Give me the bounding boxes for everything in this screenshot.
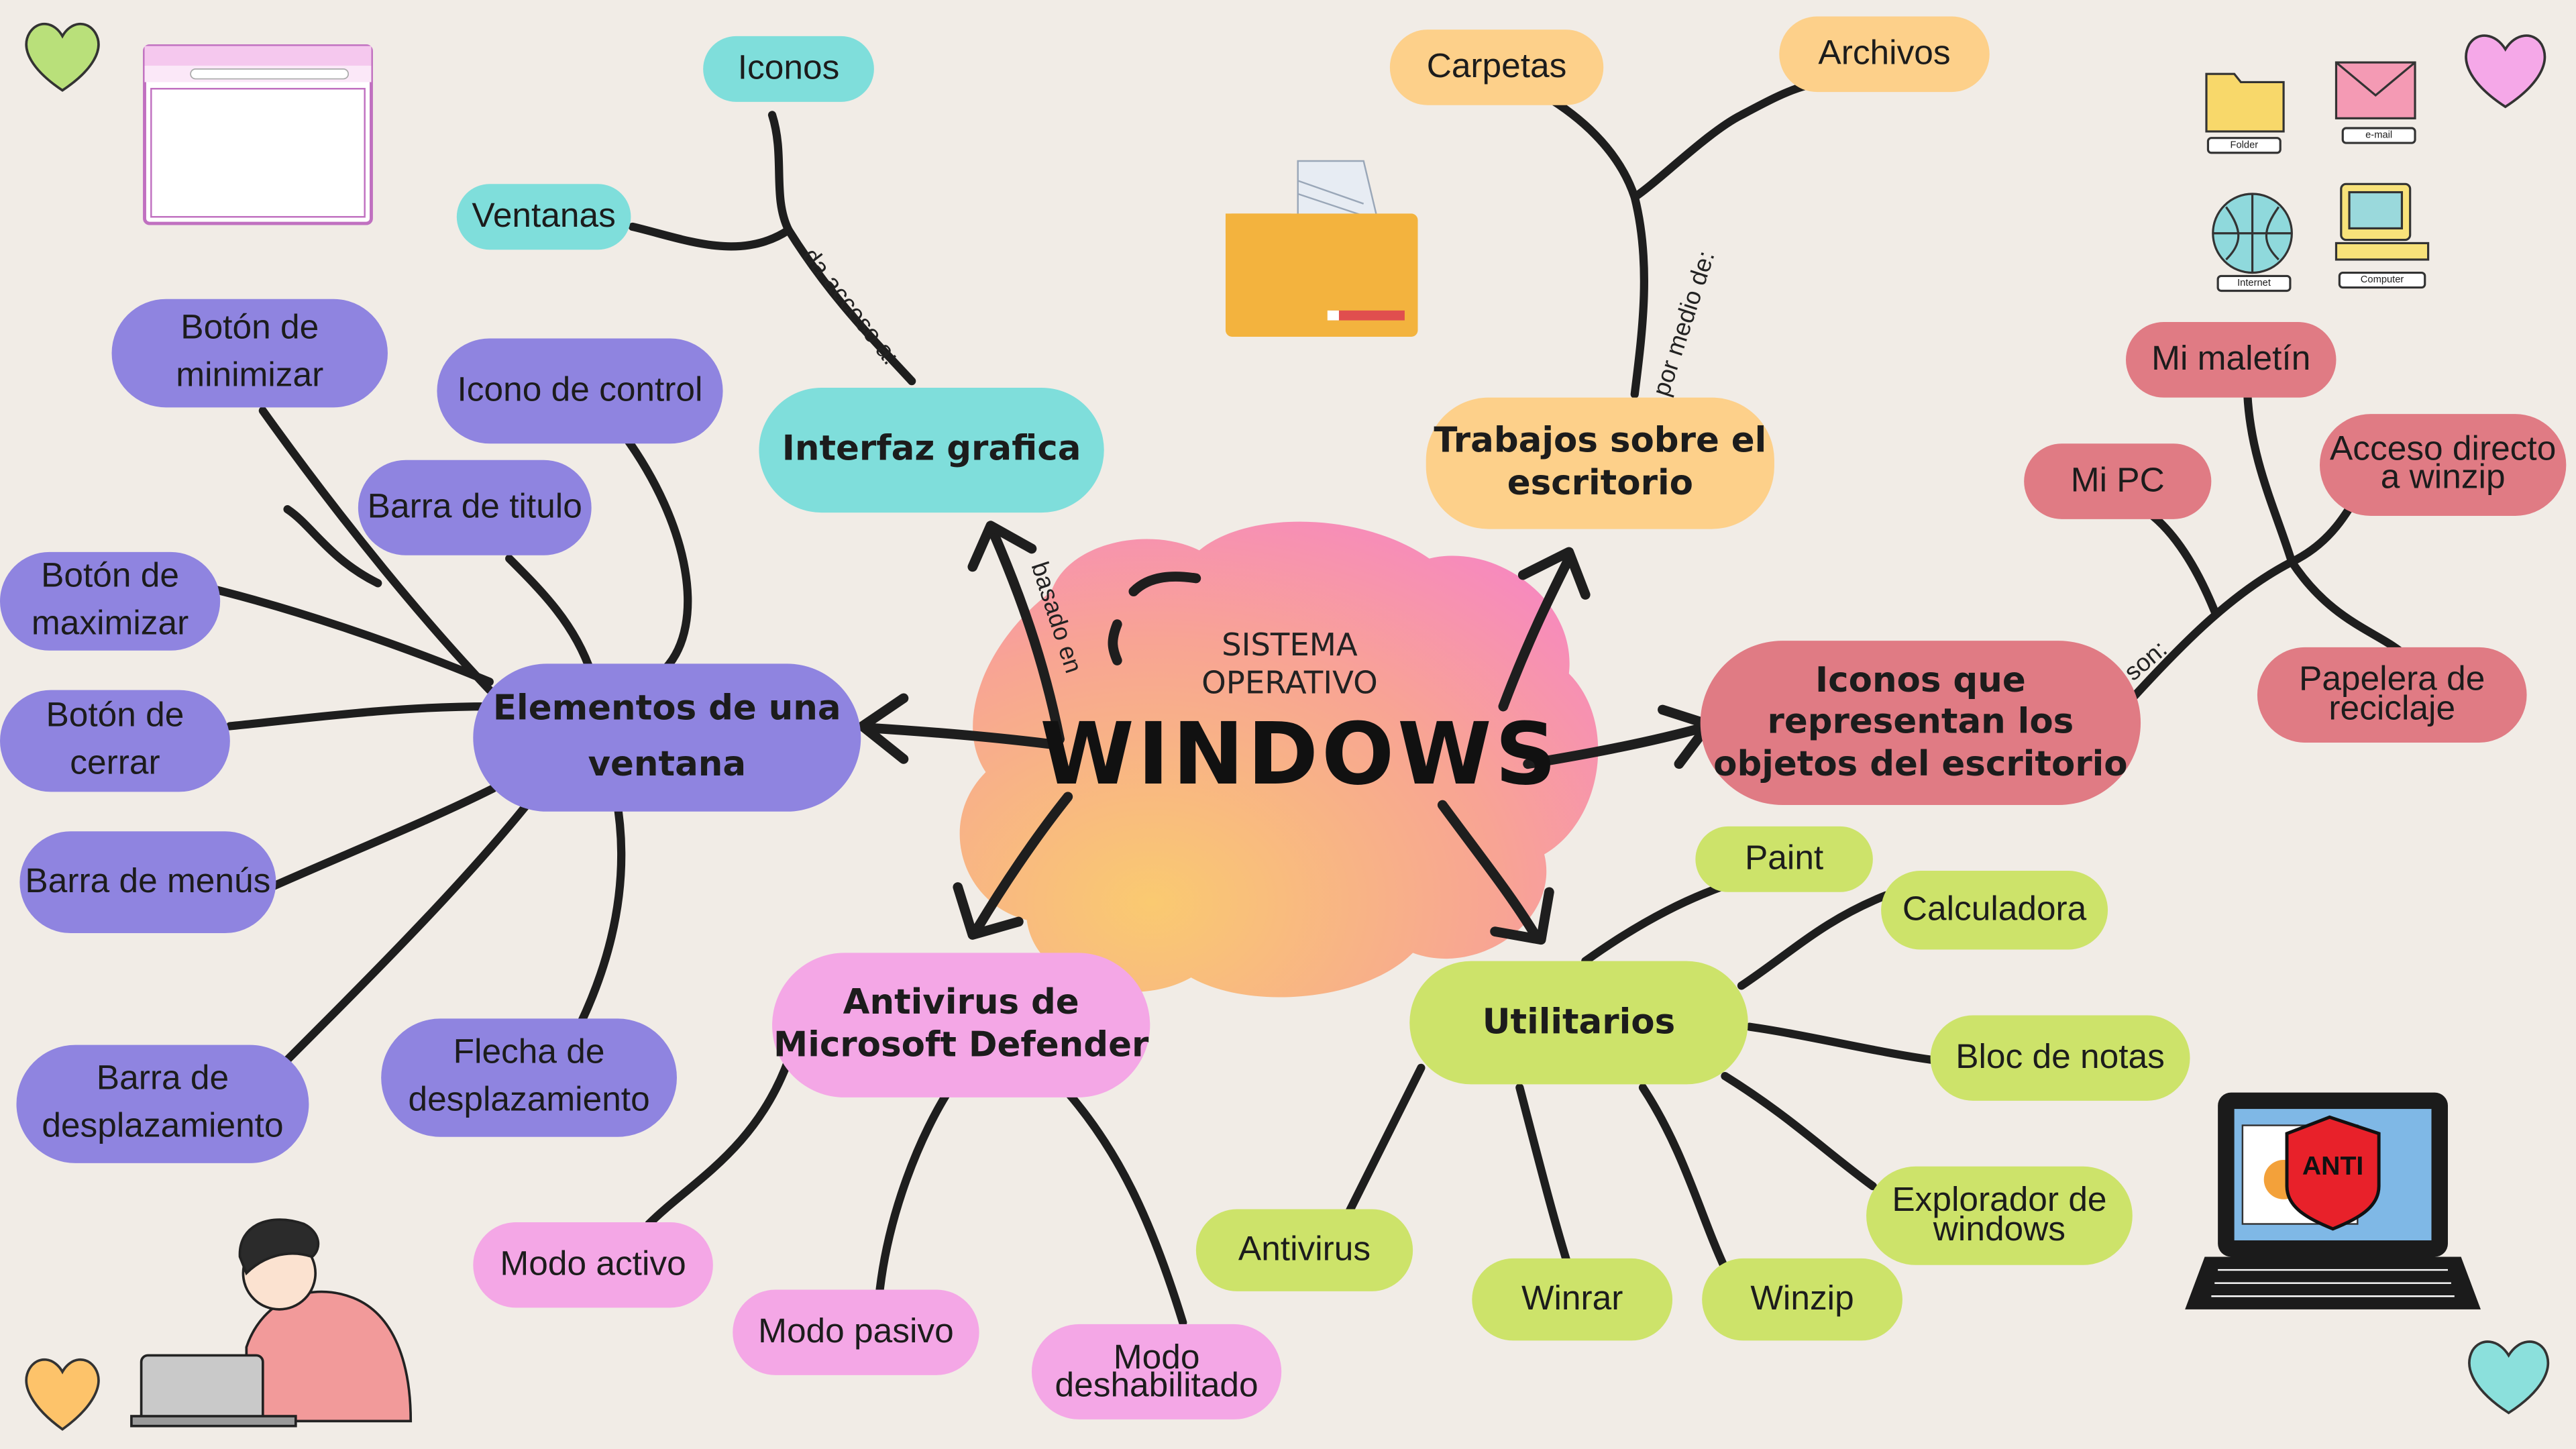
leaf-boton-cerrar[interactable]: Botón de cerrar [0, 690, 230, 792]
email-sticker-icon [2334, 61, 2416, 144]
computer-icon-caption: Computer [2360, 275, 2404, 285]
leaf-papelera-reciclaje[interactable]: Papelera de reciclaje [2257, 647, 2527, 743]
center-cloud [959, 521, 1599, 998]
green-heart-icon [25, 22, 100, 92]
leaf-boton-maximizar[interactable]: Botón de maximizar [0, 551, 221, 651]
computer-sticker-icon [2334, 182, 2430, 289]
leaf-ventanas[interactable]: Ventanas [456, 184, 631, 250]
center-subtitle: SISTEMA OPERATIVO [1159, 628, 1421, 704]
node-trabajos-escritorio[interactable]: Trabajos sobre el escritorio [1426, 397, 1774, 529]
center-title: WINDOWS [1040, 706, 1560, 806]
folder-icon [1225, 160, 1418, 337]
node-iconos-objetos[interactable]: Iconos que representan los objetos del e… [1700, 641, 2141, 806]
leaf-archivos[interactable]: Archivos [1779, 16, 1990, 93]
leaf-modo-activo[interactable]: Modo activo [473, 1222, 713, 1308]
leaf-barra-desplazamiento[interactable]: Barra de desplazamiento [16, 1044, 309, 1163]
decorations [25, 22, 2550, 1431]
leaf-paint[interactable]: Paint [1695, 826, 1873, 892]
folder-sticker-icon [2205, 72, 2285, 154]
leaf-iconos[interactable]: Iconos [703, 36, 874, 102]
node-elementos-ventana[interactable]: Elementos de una ventana [473, 663, 861, 812]
desktop-icons-sticker [2205, 61, 2430, 292]
browser-window-icon [143, 44, 373, 225]
leaf-explorador-windows[interactable]: Explorador de windows [1866, 1166, 2133, 1265]
leaf-bloc-notas[interactable]: Bloc de notas [1930, 1015, 2190, 1101]
branch-connectors [184, 81, 2411, 1327]
node-utilitarios[interactable]: Utilitarios [1409, 961, 1748, 1085]
anti-shield-label: ANTI [2302, 1153, 2364, 1181]
leaf-winrar[interactable]: Winrar [1472, 1258, 1673, 1341]
leaf-modo-deshabilitado[interactable]: Modo deshabilitado [1031, 1324, 1282, 1419]
laptop-antivirus-icon [2185, 1092, 2481, 1309]
person-with-laptop-illustration [130, 1218, 413, 1428]
leaf-barra-menus[interactable]: Barra de menús [19, 831, 276, 934]
center-subtitle-line2: OPERATIVO [1201, 665, 1378, 702]
folder-icon-caption: Folder [2230, 140, 2259, 151]
internet-icon-caption: Internet [2237, 278, 2271, 288]
leaf-acceso-winzip[interactable]: Acceso directo a winzip [2319, 414, 2567, 516]
orange-heart-icon [25, 1358, 100, 1431]
leaf-icono-control[interactable]: Icono de control [437, 338, 723, 444]
leaf-mi-maletin[interactable]: Mi maletín [2126, 322, 2337, 398]
cyan-heart-icon [2468, 1340, 2550, 1415]
leaf-antivirus[interactable]: Antivirus [1195, 1209, 1413, 1291]
leaf-boton-minimizar[interactable]: Botón de minimizar [111, 299, 388, 408]
leaf-calculadora[interactable]: Calculadora [1881, 870, 2108, 950]
internet-sticker-icon [2212, 193, 2293, 292]
leaf-modo-pasivo[interactable]: Modo pasivo [733, 1289, 979, 1375]
leaf-barra-titulo[interactable]: Barra de titulo [358, 460, 592, 555]
node-antivirus-defender[interactable]: Antivirus de Microsoft Defender [772, 953, 1150, 1097]
leaf-carpetas[interactable]: Carpetas [1389, 30, 1604, 105]
leaf-flecha-desplazamiento[interactable]: Flecha de desplazamiento [381, 1018, 677, 1137]
email-icon-caption: e-mail [2365, 130, 2393, 141]
center-subtitle-line1: SISTEMA [1222, 627, 1358, 664]
node-interfaz-grafica[interactable]: Interfaz grafica [759, 387, 1104, 513]
leaf-mi-pc[interactable]: Mi PC [2024, 443, 2212, 519]
pink-heart-icon [2465, 34, 2546, 109]
arrows [857, 521, 1714, 945]
leaf-winzip[interactable]: Winzip [1702, 1258, 1902, 1341]
